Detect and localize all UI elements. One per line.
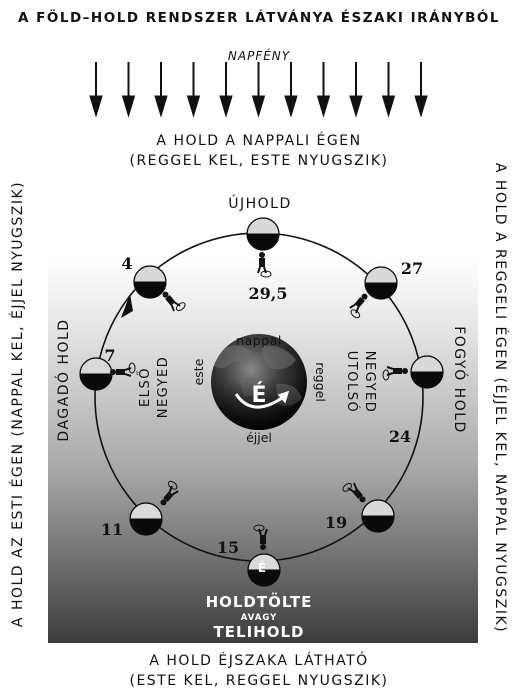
sunlight-arrow	[383, 62, 395, 116]
sunlight-arrows	[90, 62, 427, 116]
sunlight-arrow	[123, 62, 135, 116]
right-caption: A HOLD A REGGELI ÉGEN (ÉJJEL KEL, NAPPAL…	[492, 163, 509, 633]
sunlight-arrow	[90, 62, 102, 116]
bottom-caption-line-1: A HOLD ÉJSZAKA LÁTHATÓ	[149, 651, 368, 669]
full-moon-label-line-1: HOLDTÖLTE	[206, 592, 313, 611]
sunlight-arrow	[220, 62, 232, 116]
day-number-15: 15	[217, 538, 239, 557]
moon-day-24	[411, 356, 443, 388]
first-quarter-label-line-1: ELSŐ	[137, 367, 153, 407]
moon-day-4	[134, 266, 166, 298]
earth-night-label: éjjel	[246, 430, 272, 445]
moon-day-19	[362, 500, 394, 532]
day-number-29-5: 29,5	[249, 284, 288, 303]
sunlight-label: NAPFÉNY	[228, 48, 291, 63]
sunlight-arrow	[188, 62, 200, 116]
day-number-19: 19	[325, 513, 347, 532]
earth-day-label: nappal	[236, 333, 282, 348]
diagram-title: A FÖLD–HOLD RENDSZER LÁTVÁNYA ÉSZAKI IRÁ…	[18, 8, 500, 26]
sunlight-arrow	[318, 62, 330, 116]
last-quarter-label-line-2: NEGYED	[362, 351, 377, 414]
full-moon-north-letter: É	[258, 560, 266, 575]
sunlight-arrow	[415, 62, 427, 116]
day-number-4: 4	[121, 254, 132, 273]
earth-morning-label: reggel	[313, 362, 328, 402]
moon-day-27	[365, 267, 397, 299]
day-number-11: 11	[101, 520, 123, 539]
full-moon-label-line-2: AVAGY	[241, 613, 278, 623]
top-caption-line-1: A HOLD A NAPPALI ÉGEN	[156, 132, 361, 149]
first-quarter-label-line-2: NEGYED	[156, 356, 171, 419]
last-quarter-label-line-1: UTOLSÓ	[344, 351, 360, 413]
sunlight-arrow	[253, 62, 265, 116]
full-moon-label-line-3: TELIHOLD	[214, 623, 305, 641]
top-caption-line-2: (REGGEL KEL, ESTE NYUGSZIK)	[129, 153, 388, 169]
waning-moon-label: FOGYÓ HOLD	[451, 326, 469, 434]
day-number-24: 24	[389, 427, 411, 446]
earth: É	[211, 334, 307, 430]
day-number-7: 7	[104, 346, 115, 365]
bottom-caption-line-2: (ESTE KEL, REGGEL NYUGSZIK)	[129, 673, 388, 689]
sunlight-arrow	[155, 62, 167, 116]
sunlight-arrow	[285, 62, 297, 116]
left-caption: A HOLD AZ ESTI ÉGEN (NAPPAL KEL, ÉJJEL N…	[9, 181, 26, 627]
moon-new-moon	[247, 218, 279, 250]
earth-north-letter: É	[251, 382, 266, 408]
moon-day-11	[130, 503, 162, 535]
waxing-moon-label: DAGADÓ HOLD	[54, 318, 72, 441]
new-moon-label: ÚJHOLD	[228, 194, 292, 212]
earth-evening-label: este	[191, 358, 206, 385]
day-number-27: 27	[401, 259, 423, 278]
sunlight-arrow	[350, 62, 362, 116]
